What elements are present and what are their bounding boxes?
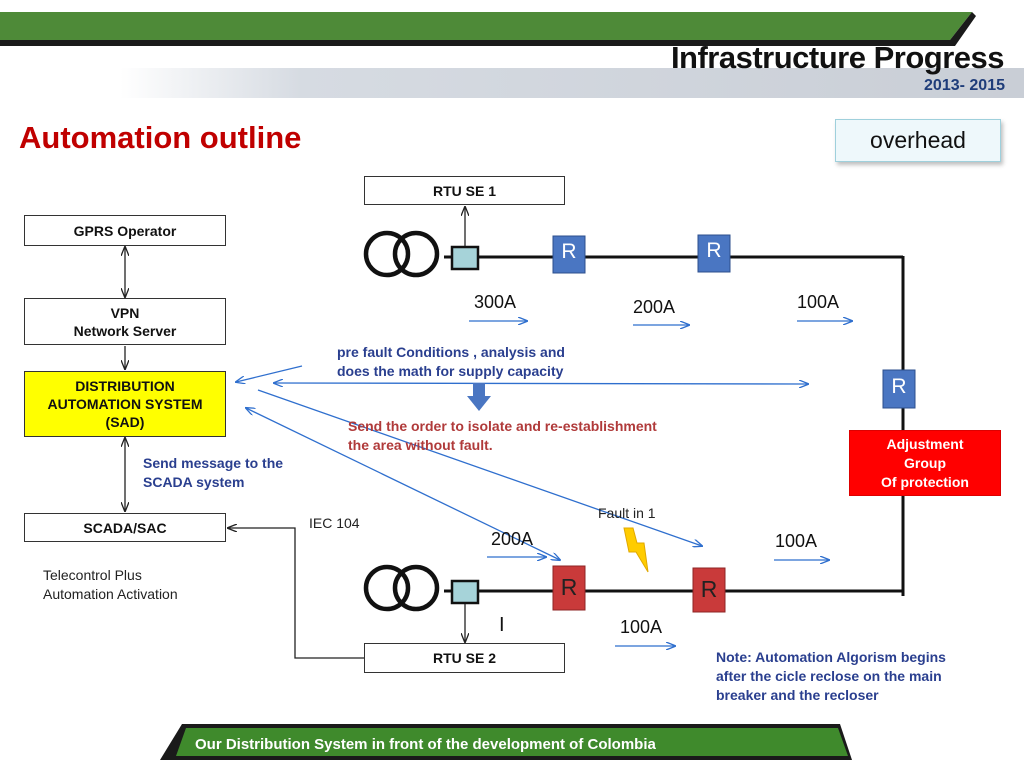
current-100a-top-label: 100A — [797, 292, 840, 312]
note-line-2: after the cicle reclose on the main — [716, 668, 942, 684]
rtu-se-2-box: RTU SE 2 — [364, 643, 565, 673]
telecontrol-line-2: Automation Activation — [43, 586, 178, 602]
arrow-to-sad — [236, 365, 303, 382]
current-200a-bottom-label: 200A — [491, 529, 534, 549]
prefault-text: pre fault Conditions , analysis and does… — [337, 343, 565, 381]
footer-green-band — [176, 728, 848, 756]
send-message-text: Send message to the SCADA system — [143, 454, 283, 492]
header-grey-band — [120, 68, 1024, 98]
mark-i-label: I — [499, 614, 505, 636]
breaker-top — [450, 245, 480, 271]
current-100a-bottom-right-label: 100A — [775, 531, 818, 551]
gprs-operator-box: GPRS Operator — [24, 215, 226, 246]
vpn-label: VPN — [110, 304, 140, 321]
recloser-bottom-2-label: R — [700, 576, 718, 602]
adjust-line-3: Of protection — [881, 473, 969, 490]
footer-text: Our Distribution System in front of the … — [195, 736, 656, 753]
sad-line-3: (SAD) — [105, 414, 145, 430]
sad-line-1: DISTRIBUTION — [75, 378, 175, 394]
prefault-line-2: does the math for supply capacity — [337, 363, 564, 379]
distribution-automation-system-box: DISTRIBUTION AUTOMATION SYSTEM (SAD) — [24, 371, 226, 437]
header-dark-edge — [0, 12, 976, 46]
recloser-bottom-1-label: R — [560, 574, 578, 600]
note-line-1: Note: Automation Algorism begins — [716, 649, 946, 665]
current-300a-label: 300A — [474, 292, 517, 312]
iec-104-label: IEC 104 — [309, 515, 360, 531]
down-arrow-icon — [467, 383, 491, 411]
isolate-line-1: Send the order to isolate and re-establi… — [348, 418, 657, 434]
arrow-sad-to-r4 — [257, 389, 702, 546]
note-line-3: breaker and the recloser — [716, 687, 879, 703]
lightning-icon — [623, 527, 649, 573]
current-200a-top-label: 200A — [633, 297, 676, 317]
recloser-top-1 — [552, 235, 586, 274]
scada-sac-box: SCADA/SAC — [24, 513, 226, 542]
arrow-sad-to-r5 — [246, 408, 560, 560]
isolate-order-text: Send the order to isolate and re-establi… — [348, 417, 657, 455]
adjustment-group-box: Adjustment Group Of protection — [849, 430, 1001, 496]
telecontrol-line-1: Telecontrol Plus — [43, 567, 142, 583]
header-green-band — [0, 12, 972, 40]
overhead-label: overhead — [835, 119, 1001, 162]
vpn-network-server-box: VPN Network Server — [24, 298, 226, 345]
network-server-label: Network Server — [73, 322, 177, 339]
prefault-line-1: pre fault Conditions , analysis and — [337, 344, 565, 360]
recloser-right-label: R — [891, 375, 907, 398]
arrow-sad-to-r3 — [274, 383, 808, 384]
header-title: Infrastructure Progress — [670, 40, 1005, 75]
recloser-bottom-1 — [552, 565, 586, 611]
slide-title: Automation outline — [19, 120, 302, 155]
transformer-bottom-icon — [363, 564, 440, 612]
sad-line-2: AUTOMATION SYSTEM — [47, 396, 203, 412]
send-message-line-2: SCADA system — [143, 474, 245, 490]
adjust-line-1: Adjustment — [886, 435, 964, 452]
recloser-right — [882, 369, 916, 409]
recloser-top-2-label: R — [706, 239, 722, 262]
adjust-line-2: Group — [904, 454, 946, 471]
recloser-top-1-label: R — [561, 240, 577, 263]
telecontrol-text: Telecontrol Plus Automation Activation — [43, 566, 178, 604]
note-text: Note: Automation Algorism begins after t… — [716, 648, 946, 705]
fault-label: Fault in 1 — [598, 505, 656, 521]
header-years: 2013- 2015 — [924, 77, 1005, 94]
send-message-line-1: Send message to the — [143, 455, 284, 471]
recloser-bottom-2 — [692, 567, 726, 613]
rtu-se-1-box: RTU SE 1 — [364, 176, 565, 205]
breaker-bottom — [450, 579, 480, 605]
transformer-top-icon — [363, 230, 440, 278]
recloser-top-2 — [697, 234, 731, 273]
link-rtu2-scada — [228, 528, 364, 659]
current-100a-bottom-label: 100A — [620, 617, 663, 637]
isolate-line-2: the area without fault. — [348, 437, 493, 453]
